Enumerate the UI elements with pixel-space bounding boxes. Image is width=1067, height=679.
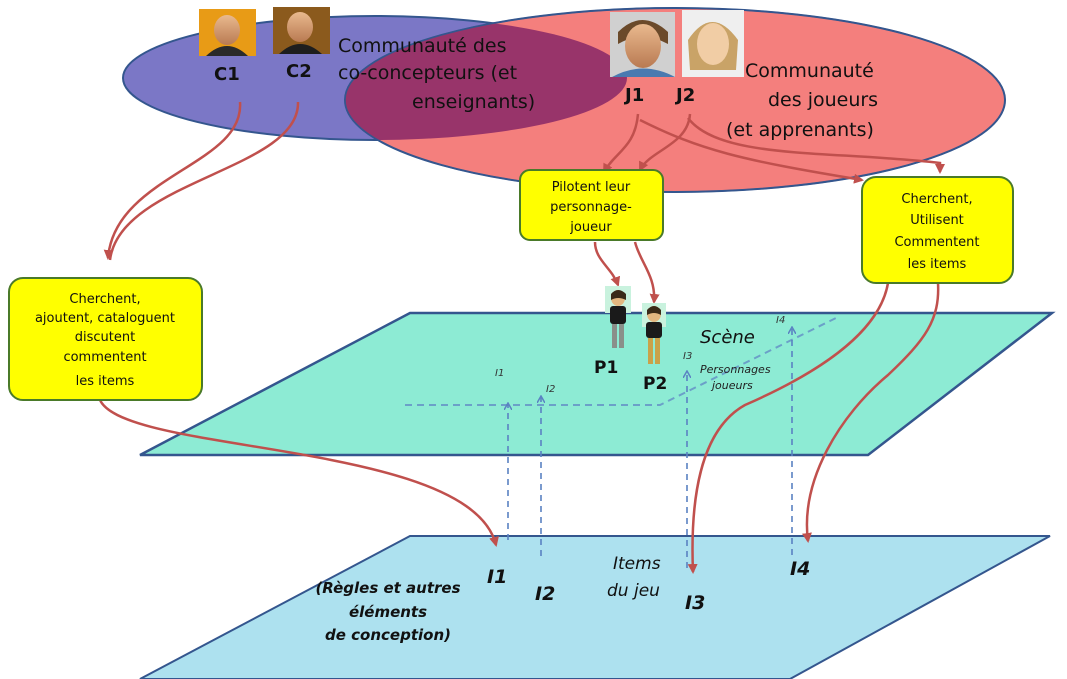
svg-text:Utilisent: Utilisent bbox=[910, 213, 964, 228]
person-label-c2: C2 bbox=[286, 61, 312, 82]
scene-plane bbox=[139, 311, 1056, 457]
item-label-i4: I4 bbox=[790, 558, 810, 580]
svg-text:commentent: commentent bbox=[63, 350, 146, 365]
players-pilot-text: Pilotent leur personnage- joueur bbox=[550, 180, 632, 235]
person-label-j1: J1 bbox=[623, 85, 644, 106]
avatar-c1 bbox=[199, 9, 256, 56]
svg-text:Cherchent,: Cherchent, bbox=[901, 192, 972, 207]
players-items-box bbox=[861, 176, 1014, 284]
items-plane-label-1: Items bbox=[613, 554, 661, 574]
designers-community-label: Communauté des co-concepteurs (et enseig… bbox=[338, 35, 535, 113]
svg-text:co-concepteurs (et: co-concepteurs (et bbox=[338, 62, 517, 84]
svg-text:Cherchent,: Cherchent, bbox=[69, 292, 140, 307]
scene-marker-i1: I1 bbox=[495, 368, 504, 379]
character-p2-icon bbox=[642, 303, 666, 364]
svg-text:les items: les items bbox=[908, 257, 967, 272]
community-overlap bbox=[345, 16, 627, 140]
avatar-c2 bbox=[273, 7, 330, 54]
scene-marker-i2: I2 bbox=[546, 384, 555, 395]
svg-text:des joueurs: des joueurs bbox=[768, 89, 878, 111]
players-pilot-box bbox=[519, 169, 664, 241]
character-p1-label: P1 bbox=[594, 358, 618, 378]
designers-actions-text: Cherchent, ajoutent, cataloguent discute… bbox=[35, 292, 175, 389]
designers-actions-box bbox=[8, 277, 203, 401]
blue-dashed-arrows bbox=[508, 328, 792, 568]
svg-text:Communauté: Communauté bbox=[745, 60, 874, 82]
svg-text:enseignants): enseignants) bbox=[412, 91, 535, 113]
rules-label: (Règles et autres éléments de conception… bbox=[315, 579, 460, 644]
svg-text:(et apprenants): (et apprenants) bbox=[726, 119, 874, 141]
items-plane-label-2: du jeu bbox=[607, 581, 660, 601]
person-label-j2: J2 bbox=[674, 85, 695, 106]
item-label-i2: I2 bbox=[535, 583, 555, 605]
avatar-j2 bbox=[682, 10, 744, 77]
svg-text:personnage-: personnage- bbox=[550, 200, 632, 215]
character-p1-icon bbox=[605, 286, 631, 348]
players-community-label: Communauté des joueurs (et apprenants) bbox=[726, 60, 878, 141]
scene-marker-i4: I4 bbox=[776, 315, 785, 326]
item-label-i3: I3 bbox=[685, 592, 705, 614]
scene-characters-label-1: Personnages bbox=[700, 363, 771, 376]
person-label-c1: C1 bbox=[214, 64, 240, 85]
red-arrows bbox=[98, 101, 945, 574]
svg-text:éléments: éléments bbox=[349, 603, 427, 621]
scene-characters-label-2: joueurs bbox=[710, 379, 753, 392]
svg-text:les items: les items bbox=[76, 374, 135, 389]
svg-text:discutent: discutent bbox=[75, 330, 135, 345]
scene-marker-i3: I3 bbox=[683, 351, 692, 362]
svg-text:joueur: joueur bbox=[569, 220, 612, 235]
players-items-text: Cherchent, Utilisent Commentent les item… bbox=[894, 192, 979, 272]
svg-text:ajoutent, cataloguent: ajoutent, cataloguent bbox=[35, 311, 175, 326]
svg-text:de conception): de conception) bbox=[325, 626, 451, 644]
scene-title: Scène bbox=[700, 327, 755, 348]
character-p2-label: P2 bbox=[643, 374, 667, 394]
svg-text:Commentent: Commentent bbox=[894, 235, 979, 250]
avatar-j1 bbox=[610, 12, 675, 77]
svg-text:(Règles et autres: (Règles et autres bbox=[315, 579, 460, 597]
scene-inner-dashed-border bbox=[405, 315, 841, 406]
svg-text:Communauté des: Communauté des bbox=[338, 35, 507, 57]
items-plane bbox=[139, 535, 1051, 679]
item-label-i1: I1 bbox=[487, 566, 507, 588]
svg-text:Pilotent leur: Pilotent leur bbox=[552, 180, 631, 195]
